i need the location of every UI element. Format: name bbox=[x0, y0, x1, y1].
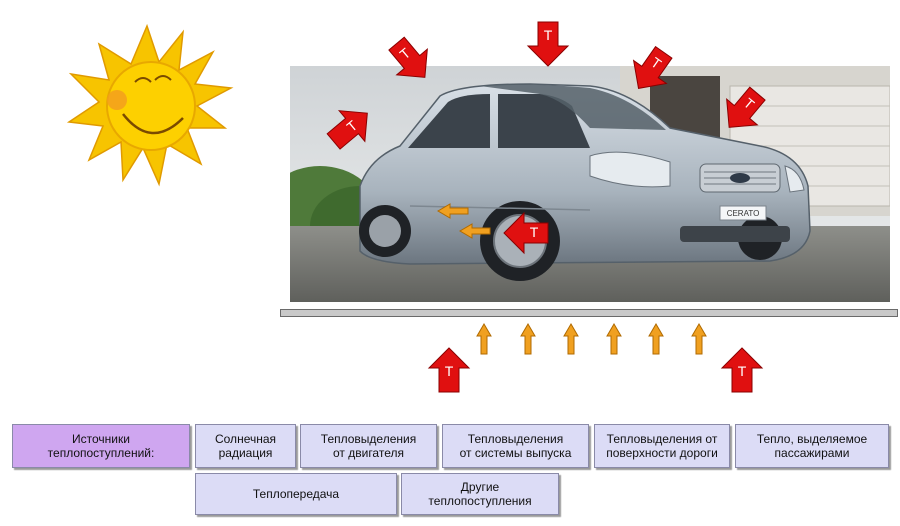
svg-text:Т: Т bbox=[738, 363, 747, 379]
flow-arrow-sill bbox=[459, 223, 491, 239]
heat-arrow-road-left: Т bbox=[428, 347, 470, 393]
legend-source-label: Источники теплопоступлений: bbox=[12, 424, 190, 468]
legend-heat-transfer: Теплопередача bbox=[195, 473, 397, 515]
legend-solar-radiation: Солнечная радиация bbox=[195, 424, 296, 468]
car-photo: CERATO bbox=[290, 66, 890, 302]
sun-icon bbox=[66, 23, 234, 187]
legend-road-heat: Тепловыделения от поверхности дороги bbox=[594, 424, 730, 468]
legend-other-heat: Другие теплопоступления bbox=[401, 473, 559, 515]
flow-arrow-road-2 bbox=[520, 323, 536, 355]
svg-text:Т: Т bbox=[445, 363, 454, 379]
heat-arrow-top-left-rear: Т bbox=[320, 97, 381, 158]
flow-arrow-road-4 bbox=[606, 323, 622, 355]
heat-arrow-top-left: Т bbox=[380, 30, 441, 91]
model-badge: CERATO bbox=[727, 209, 760, 218]
flow-arrow-door bbox=[437, 203, 469, 219]
flow-arrow-road-1 bbox=[476, 323, 492, 355]
heat-arrow-top-right: Т bbox=[621, 40, 681, 101]
flow-arrow-road-6 bbox=[691, 323, 707, 355]
heat-arrow-engine: Т bbox=[503, 212, 549, 254]
legend-passenger-heat: Тепло, выделяемое пассажирами bbox=[735, 424, 889, 468]
svg-text:Т: Т bbox=[544, 27, 553, 43]
road-surface-bar bbox=[280, 309, 898, 317]
flow-arrow-road-3 bbox=[563, 323, 579, 355]
svg-text:Т: Т bbox=[530, 224, 539, 240]
legend-engine-heat: Тепловыделения от двигателя bbox=[300, 424, 437, 468]
heat-arrow-road-right: Т bbox=[721, 347, 763, 393]
sun-illustration bbox=[66, 23, 234, 187]
flow-arrow-road-5 bbox=[648, 323, 664, 355]
heat-arrow-right: Т bbox=[713, 80, 774, 141]
legend-exhaust-heat: Тепловыделения от системы выпуска bbox=[442, 424, 589, 468]
heat-arrow-top-center: Т bbox=[527, 21, 569, 67]
